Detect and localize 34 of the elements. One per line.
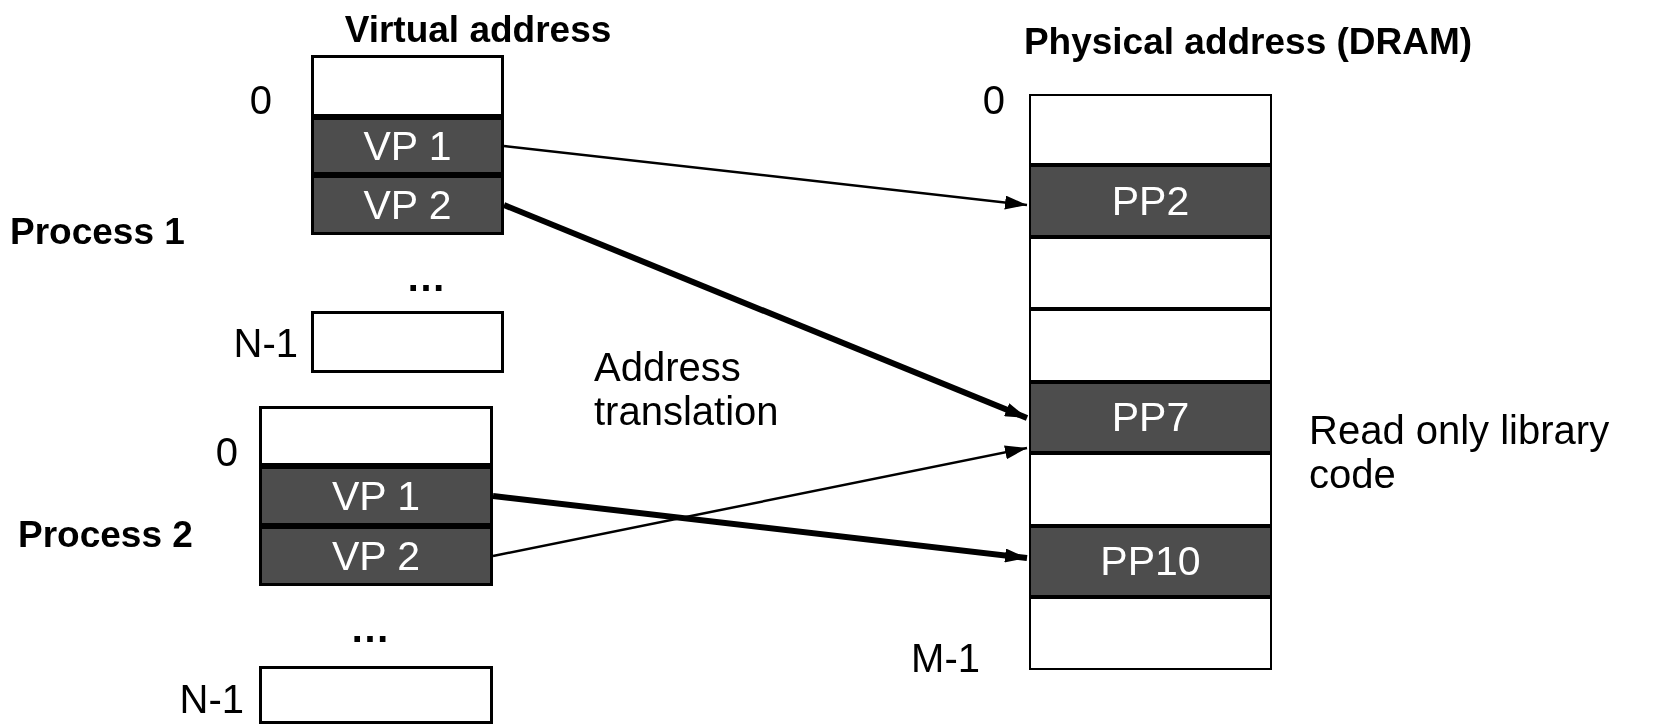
axis-heading: Physical address (DRAM) xyxy=(1023,22,1473,63)
memory-slot xyxy=(259,406,493,466)
address-label: 0 xyxy=(982,78,1005,122)
process-label: Process 2 xyxy=(18,515,193,556)
virtual-page-block: VP 1 xyxy=(259,466,493,526)
memory-slot xyxy=(1029,453,1272,526)
address-label: M-1 xyxy=(911,636,980,680)
axis-heading: Virtual address xyxy=(344,10,612,51)
arrow xyxy=(492,493,1028,563)
ellipsis: … xyxy=(350,606,390,650)
virtual-page-block: VP 1 xyxy=(311,117,504,175)
address-label: N-1 xyxy=(179,677,244,721)
address-label: 0 xyxy=(215,430,238,474)
annotation-text: Address translation xyxy=(594,345,780,433)
process-label: Process 1 xyxy=(10,212,185,253)
arrow xyxy=(502,202,1029,421)
memory-slot xyxy=(1029,237,1272,309)
virtual-page-block: VP 2 xyxy=(311,175,504,235)
memory-slot xyxy=(311,311,504,373)
ellipsis: … xyxy=(406,255,446,299)
arrow xyxy=(503,144,1028,210)
physical-page-block: PP2 xyxy=(1029,165,1272,237)
annotation-text: Read only library code xyxy=(1309,408,1611,496)
memory-slot xyxy=(259,666,493,724)
memory-slot xyxy=(311,55,504,117)
address-label: N-1 xyxy=(233,321,298,365)
memory-slot xyxy=(1029,597,1272,670)
memory-slot xyxy=(1029,94,1272,165)
memory-slot xyxy=(1029,309,1272,382)
arrow xyxy=(492,445,1028,558)
physical-page-block: PP10 xyxy=(1029,526,1272,597)
address-label: 0 xyxy=(249,78,272,122)
physical-page-block: PP7 xyxy=(1029,382,1272,453)
virtual-page-block: VP 2 xyxy=(259,526,493,586)
